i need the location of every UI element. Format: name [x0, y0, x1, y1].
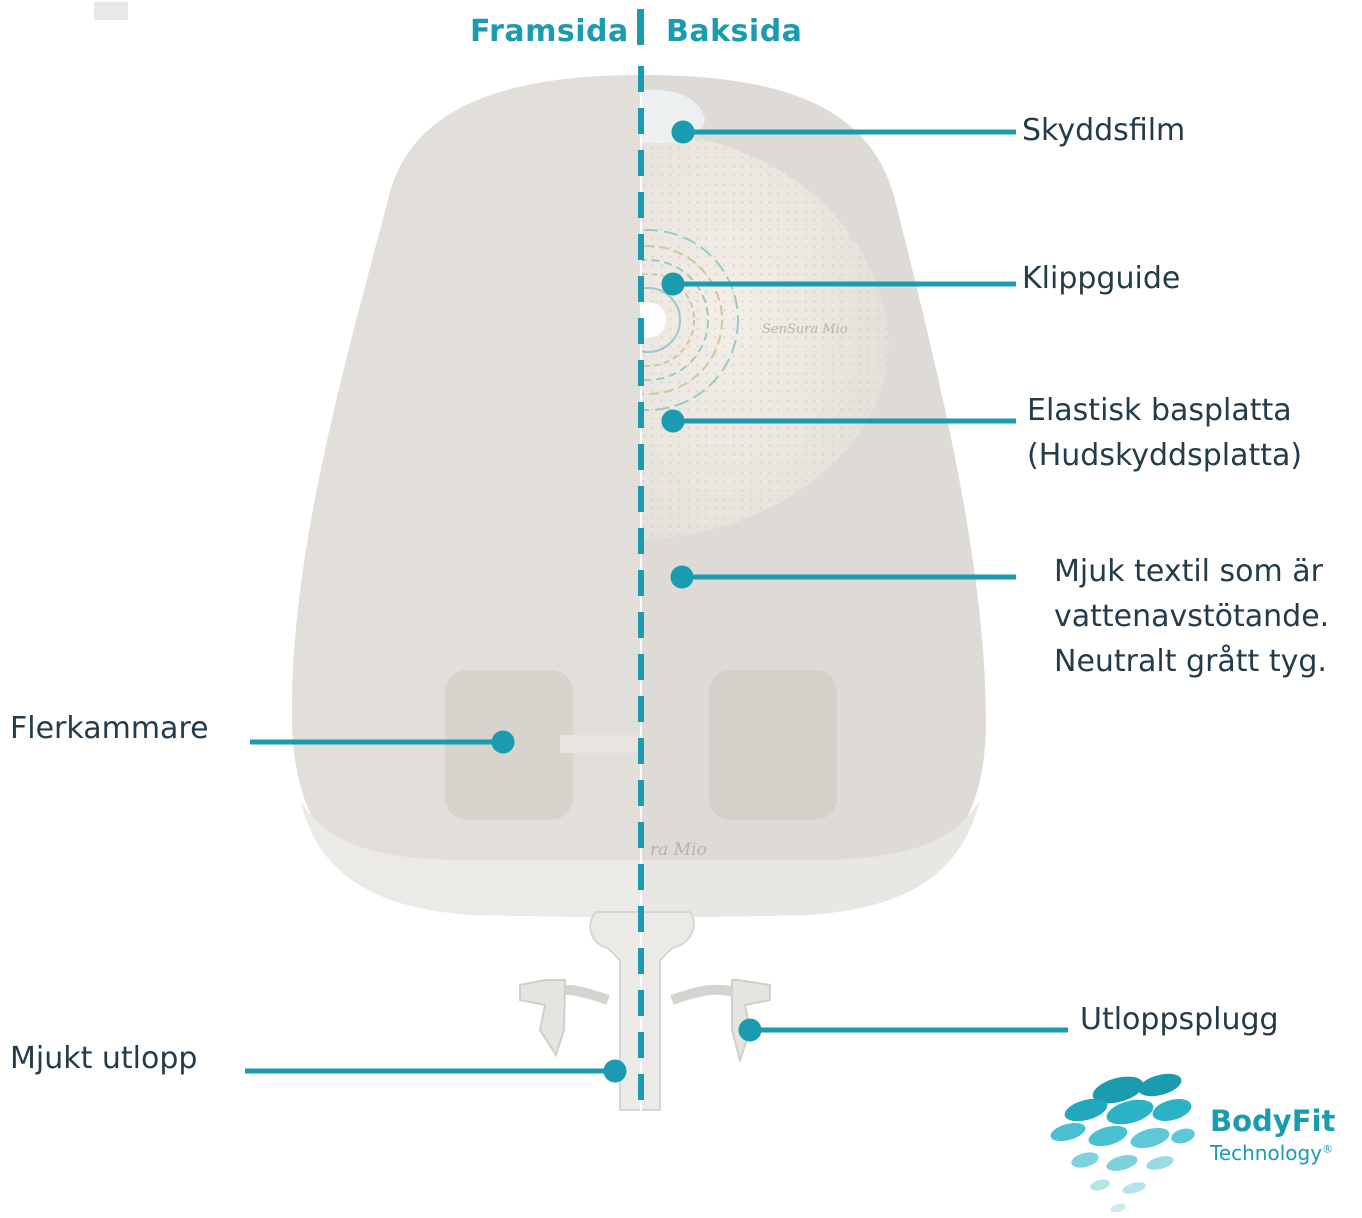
- label-protective-film: Skyddsfilm: [1022, 108, 1185, 153]
- label-textile-line3: Neutralt grått tyg.: [1054, 639, 1327, 684]
- label-textile-line1: Mjuk textil som är: [1054, 549, 1323, 594]
- bodyfit-logo-icon: [1049, 1070, 1197, 1214]
- brand-name: BodyFit: [1210, 1104, 1335, 1138]
- label-soft-outlet: Mjukt utlopp: [10, 1036, 197, 1081]
- corner-artifact: [94, 2, 128, 20]
- bag-brand-print: ra Mio: [650, 840, 707, 860]
- brand-subtitle: Technology®: [1210, 1141, 1333, 1165]
- front-side-heading: Framsida: [470, 14, 629, 49]
- label-baseplate-line2: (Hudskyddsplatta): [1027, 433, 1302, 478]
- outlet-assembly: [520, 912, 770, 1110]
- back-side-heading: Baksida: [666, 14, 802, 49]
- label-textile-line2: vattenavstötande.: [1054, 594, 1329, 639]
- brand-subtitle-text: Technology: [1210, 1141, 1322, 1165]
- pouch-front: [292, 75, 641, 918]
- label-cutting-guide: Klippguide: [1022, 256, 1180, 301]
- label-multi-chamber: Flerkammare: [10, 706, 209, 751]
- label-outlet-plug: Utloppsplugg: [1080, 997, 1279, 1042]
- label-baseplate-line1: Elastisk basplatta: [1027, 388, 1292, 433]
- registered-mark: ®: [1322, 1142, 1333, 1155]
- baseplate-brand-print: SenSura Mio: [762, 322, 848, 337]
- chamber-back-icon: [709, 670, 837, 820]
